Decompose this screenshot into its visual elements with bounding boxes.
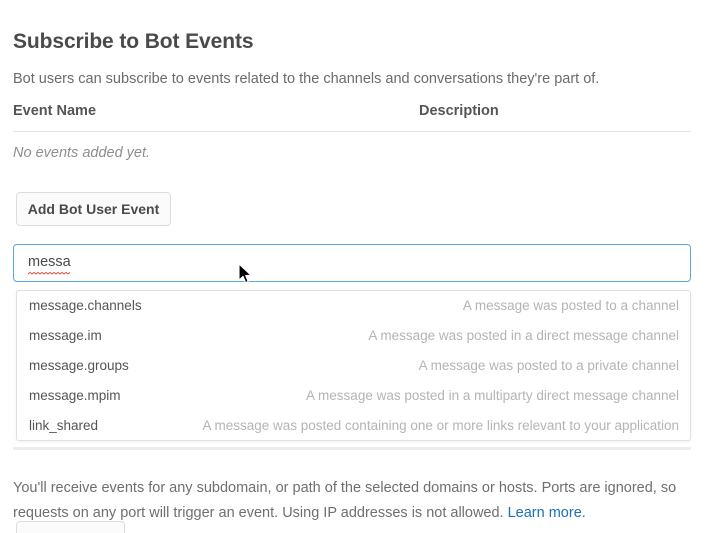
events-table-empty-message: No events added yet. bbox=[13, 145, 151, 161]
event-search-input[interactable] bbox=[13, 244, 691, 282]
dropdown-option[interactable]: message.groups A message was posted to a… bbox=[17, 351, 690, 381]
dropdown-option-description: A message was posted in a direct message… bbox=[368, 328, 679, 343]
dropdown-option-name: link_shared bbox=[29, 418, 99, 433]
dropdown-option-name: message.mpim bbox=[29, 388, 121, 403]
dropdown-option[interactable]: link_shared A message was posted contain… bbox=[17, 411, 690, 440]
dropdown-option-description: A message was posted containing one or m… bbox=[202, 418, 679, 433]
dropdown-option-name: message.im bbox=[29, 328, 102, 343]
table-header-divider bbox=[13, 131, 691, 132]
dropdown-option[interactable]: message.channels A message was posted to… bbox=[17, 291, 690, 321]
footer-help-text: You'll receive events for any subdomain,… bbox=[13, 476, 685, 526]
footer-help-body: You'll receive events for any subdomain,… bbox=[13, 479, 677, 521]
learn-more-link[interactable]: Learn more. bbox=[507, 504, 586, 521]
event-suggestions-dropdown[interactable]: message.channels A message was posted to… bbox=[16, 290, 691, 441]
page-title: Subscribe to Bot Events bbox=[13, 30, 254, 54]
dropdown-option-name: message.groups bbox=[29, 358, 129, 373]
events-table-header: Event Name Description bbox=[0, 103, 711, 132]
add-bot-user-event-button[interactable]: Add Bot User Event bbox=[16, 192, 171, 226]
dropdown-option-description: A message was posted to a channel bbox=[462, 298, 679, 313]
bottom-action-button[interactable] bbox=[16, 521, 125, 533]
footer-divider bbox=[13, 447, 691, 450]
column-header-event-name: Event Name bbox=[13, 103, 97, 119]
dropdown-option-description: A message was posted to a private channe… bbox=[418, 358, 679, 373]
dropdown-option-description: A message was posted in a multiparty dir… bbox=[306, 388, 679, 403]
dropdown-option[interactable]: message.im A message was posted in a dir… bbox=[17, 321, 690, 351]
column-header-description: Description bbox=[419, 103, 499, 119]
dropdown-option-name: message.channels bbox=[29, 298, 142, 313]
page-subtitle: Bot users can subscribe to events relate… bbox=[13, 70, 600, 87]
dropdown-option[interactable]: message.mpim A message was posted in a m… bbox=[17, 381, 690, 411]
